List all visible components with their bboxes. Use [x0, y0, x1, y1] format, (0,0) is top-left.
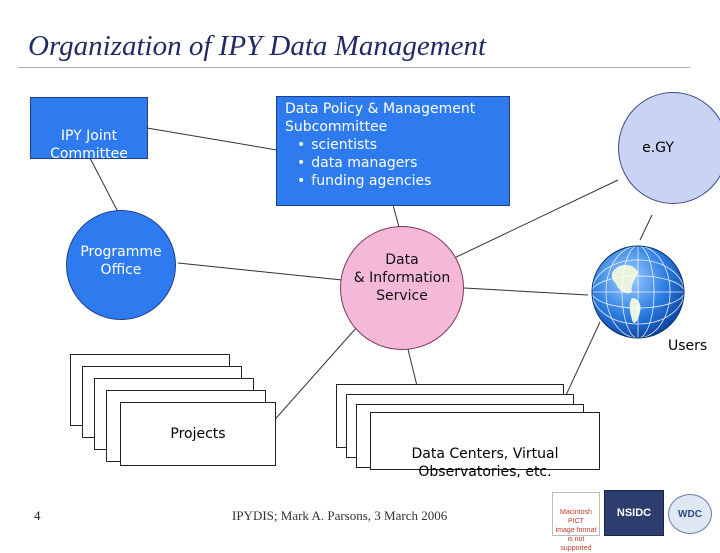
wdc-logo-text: WDC: [678, 508, 702, 520]
line-committee-policy: [146, 127, 278, 151]
line-dis-projects: [269, 317, 366, 426]
policy-bullet-list: scientists data managers funding agencie…: [285, 136, 509, 190]
line-users-datacenters: [559, 321, 601, 409]
line-office-dis: [177, 262, 343, 281]
joint-committee-box: IPY Joint Committee: [30, 97, 148, 162]
page-title: Organization of IPY Data Management: [28, 30, 487, 62]
nsidc-logo: NSIDC: [604, 490, 664, 536]
line-dis-users: [463, 287, 589, 296]
policy-bullet-funding-agencies: funding agencies: [297, 172, 509, 190]
policy-subcommittee-box: Data Policy & Management Subcommittee sc…: [276, 96, 510, 206]
policy-bullet-data-managers: data managers: [297, 154, 509, 172]
users-label: Users: [668, 338, 708, 354]
dis-label: Data & Information Service: [353, 252, 451, 304]
title-divider: [18, 67, 690, 68]
programme-office-circle: Programme Office: [66, 210, 176, 320]
dis-circle: Data & Information Service: [340, 226, 464, 350]
datacenters-front-sheet: Data Centers, Virtual Observatories, etc…: [370, 412, 600, 480]
policy-bullet-scientists: scientists: [297, 136, 509, 154]
globe-icon: [591, 245, 685, 339]
joint-committee-label: IPY Joint Committee: [50, 128, 128, 162]
nsidc-logo-text: NSIDC: [616, 507, 652, 519]
policy-heading: Data Policy & Management Subcommittee: [285, 101, 476, 135]
egy-circle: e.GY: [618, 92, 720, 204]
slide-number: 4: [34, 508, 41, 523]
egy-label: e.GY: [642, 140, 674, 156]
line-dis-egy: [449, 179, 619, 261]
projects-front-sheet: Projects: [120, 402, 276, 466]
footer-credit: IPYDIS; Mark A. Parsons, 3 March 2006: [232, 508, 448, 523]
programme-office-label: Programme Office: [80, 244, 162, 278]
unsupported-image-placeholder: Macintosh PICT image format is not suppo…: [552, 492, 600, 552]
projects-label: Projects: [170, 426, 226, 442]
wdc-logo: WDC: [668, 494, 712, 534]
datacenters-label: Data Centers, Virtual Observatories, etc…: [411, 446, 559, 480]
line-users-egy: [639, 214, 653, 241]
line-committee-office: [89, 157, 119, 213]
placeholder-text: Macintosh PICT image format is not suppo…: [555, 509, 597, 552]
